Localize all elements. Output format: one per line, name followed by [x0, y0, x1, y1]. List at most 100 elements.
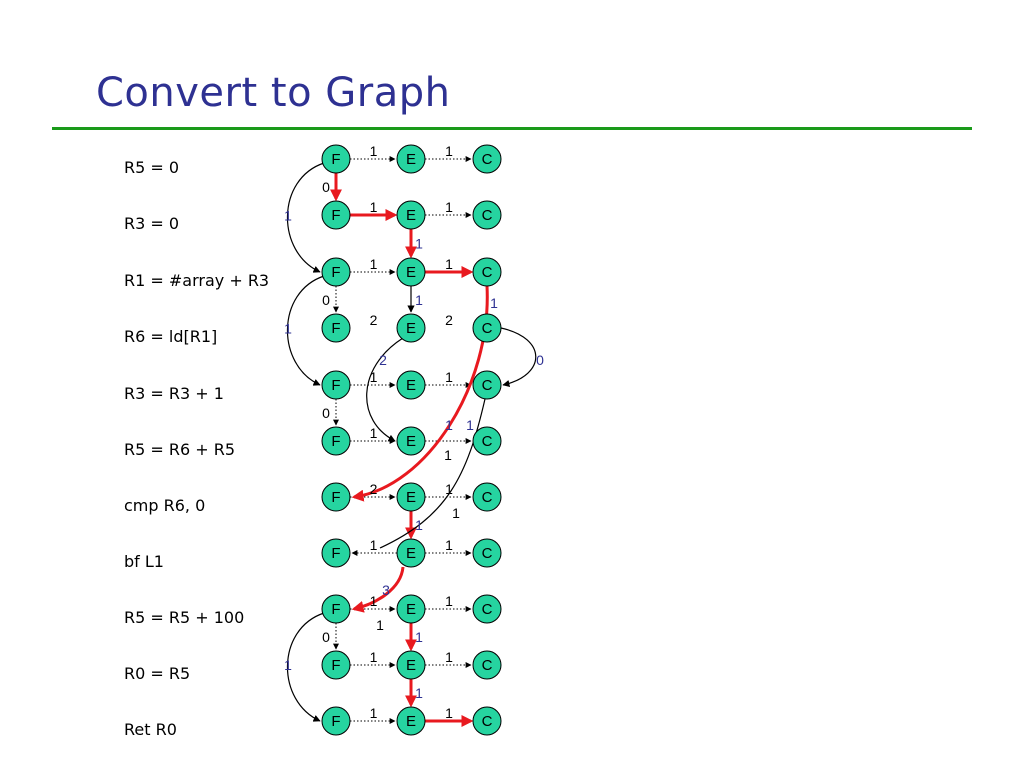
ee-edge-label: 1: [415, 236, 423, 252]
node-c-circle: [472, 594, 502, 624]
node-c-circle: [472, 482, 502, 512]
node-c-label: C: [482, 489, 493, 506]
node-e-circle: [396, 370, 426, 400]
node-f-circle: [321, 144, 351, 174]
instruction-row: R0 = R5: [124, 664, 191, 683]
node-f-label: F: [331, 601, 340, 618]
fe-edge-label: 1: [370, 593, 378, 609]
instruction-row: R5 = 0: [124, 158, 180, 177]
node-c-label: C: [482, 377, 493, 394]
node-f-circle: [321, 538, 351, 568]
node-f-label: F: [331, 320, 340, 337]
ee-edge-label: 1: [415, 292, 423, 308]
node-e-circle: [396, 706, 426, 736]
node-e-label: E: [406, 320, 416, 337]
c3-c4-label: 0: [536, 352, 544, 368]
c2-f6-label: 1: [445, 417, 453, 433]
row5-extra-label: 1: [444, 447, 452, 463]
node-f-circle: [321, 482, 351, 512]
instruction-row: cmp R6, 0: [124, 496, 206, 515]
node-f-circle: [321, 594, 351, 624]
instruction-row: R3 = 0: [124, 214, 180, 233]
node-e-label: E: [406, 601, 416, 618]
node-e-circle: [396, 594, 426, 624]
ff-edge-label: 0: [322, 179, 330, 195]
ff-edge-label: 0: [322, 405, 330, 421]
ec-edge-label: 2: [445, 312, 453, 328]
c4-f7-label: 1: [466, 417, 474, 433]
c2-c4-label: 1: [490, 295, 498, 311]
fe-edge-label: 1: [370, 256, 378, 272]
node-e-circle: [396, 257, 426, 287]
node-c-label: C: [482, 601, 493, 618]
node-c-circle: [472, 144, 502, 174]
node-c-label: C: [482, 320, 493, 337]
ec-edge-label: 1: [445, 593, 453, 609]
node-c-circle: [472, 426, 502, 456]
ff-edge-label: 0: [322, 629, 330, 645]
fe-edge-label: 1: [370, 705, 378, 721]
node-c-circle: [472, 706, 502, 736]
node-e-label: E: [406, 433, 416, 450]
node-e-label: E: [406, 657, 416, 674]
node-e-label: E: [406, 377, 416, 394]
node-f-circle: [321, 313, 351, 343]
ec-edge-label: 1: [445, 537, 453, 553]
ec-edge-label: 1: [445, 481, 453, 497]
fe-edge-label: 1: [370, 649, 378, 665]
node-e-circle: [396, 538, 426, 568]
node-f-label: F: [331, 545, 340, 562]
node-e-label: E: [406, 545, 416, 562]
title-rule: [52, 127, 972, 130]
ec-edge-label: 1: [445, 369, 453, 385]
node-c-circle: [472, 257, 502, 287]
e7-f8-label: 3: [382, 582, 390, 598]
ee-edge-label: 1: [415, 685, 423, 701]
instruction-row: R5 = R6 + R5: [124, 440, 236, 459]
node-f-label: F: [331, 489, 340, 506]
node-f-circle: [321, 426, 351, 456]
node-f-circle: [321, 257, 351, 287]
instruction-row: R5 = R5 + 100: [124, 608, 245, 627]
node-c-label: C: [482, 657, 493, 674]
node-f-label: F: [331, 151, 340, 168]
node-f-circle: [321, 370, 351, 400]
row8-extra-label: 1: [376, 617, 384, 633]
fe-edge-label: 1: [370, 537, 378, 553]
instruction-row: R1 = #array + R3: [124, 271, 270, 290]
ec-edge-label: 1: [445, 199, 453, 215]
fe-edge-label: 1: [370, 143, 378, 159]
node-e-circle: [396, 426, 426, 456]
node-e-circle: [396, 313, 426, 343]
node-c-circle: [472, 538, 502, 568]
ee-edge-label: 1: [415, 517, 423, 533]
node-f-label: F: [331, 713, 340, 730]
node-e-circle: [396, 144, 426, 174]
node-e-circle: [396, 200, 426, 230]
node-c-circle: [472, 650, 502, 680]
instruction-row: bf L1: [124, 552, 164, 571]
node-c-label: C: [482, 207, 493, 224]
node-f-circle: [321, 650, 351, 680]
ff-arc-edge: [286, 275, 325, 386]
page-title: Convert to Graph: [96, 70, 451, 116]
ff-arc-edge: [286, 612, 325, 722]
node-c-circle: [472, 200, 502, 230]
node-e-label: E: [406, 713, 416, 730]
c4-f7-edge: [379, 398, 486, 549]
ec-edge-label: 1: [445, 705, 453, 721]
ff-arc-label: 1: [284, 657, 292, 673]
fe-edge-label: 1: [370, 369, 378, 385]
node-e-label: E: [406, 207, 416, 224]
node-c-circle: [472, 313, 502, 343]
node-f-circle: [321, 200, 351, 230]
node-f-label: F: [331, 264, 340, 281]
row6-extra-label: 1: [452, 505, 460, 521]
node-c-label: C: [482, 264, 493, 281]
ec-edge-label: 1: [445, 649, 453, 665]
node-f-label: F: [331, 433, 340, 450]
node-c-label: C: [482, 713, 493, 730]
